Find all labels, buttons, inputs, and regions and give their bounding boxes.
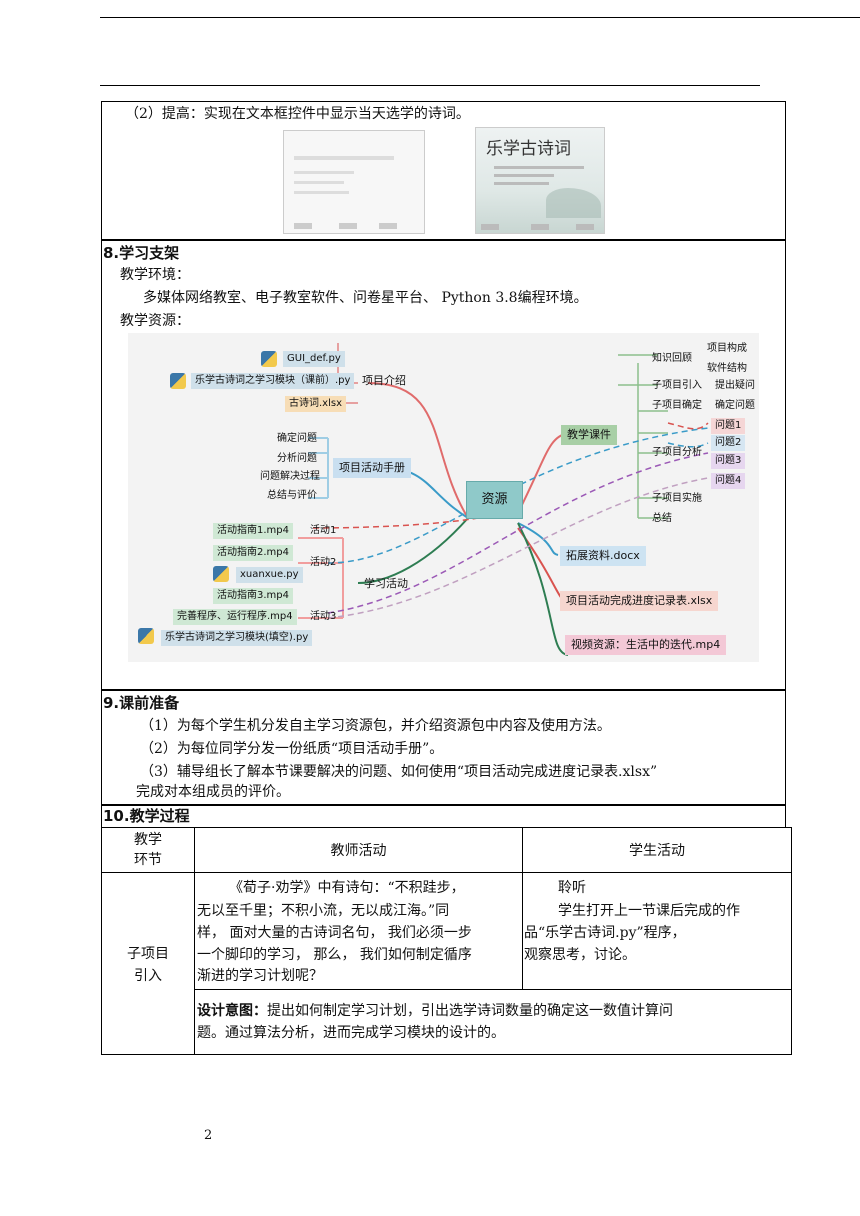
design-intent-cell (194, 989, 792, 1055)
teacher-line-4: 一个脚印的学习， 那么， 我们如何制定循序 (197, 947, 472, 963)
section8-box (101, 240, 786, 690)
handbook-item-4: 总结与评价 (267, 490, 317, 501)
knowledge-node: 知识回顾 (652, 353, 692, 364)
section9-box (101, 690, 786, 805)
prep-item-1: （1）为每个学生机分发自主学习资源包，并介绍资源包中内容及使用方法。 (140, 718, 611, 734)
question-3: 问题3 (711, 453, 746, 469)
section-top-box (101, 101, 786, 240)
section10-title-box (101, 805, 786, 828)
ext-node: 拓展资料.docx (560, 546, 646, 566)
act-file-3: xuanxue.py (236, 567, 303, 583)
prep-item-3: （3）辅导组长了解本节课要解决的问题、如何使用“项目活动完成进度记录表.xlsx… (140, 764, 658, 780)
python-icon (138, 628, 154, 644)
k-item-1: 项目构成 (707, 343, 747, 354)
act-file-1: 活动指南1.mp4 (213, 523, 293, 539)
python-icon (170, 373, 186, 389)
section9-title: 9.课前准备 (103, 694, 180, 712)
student-line-2: 学生打开上一节课后完成的作 (558, 903, 740, 919)
act-file-5: 完善程序、运行程序.mp4 (173, 609, 297, 625)
file-poems-xlsx: 古诗词.xlsx (285, 396, 347, 412)
activity-1: 活动1 (310, 525, 337, 536)
record-node: 项目活动完成进度记录表.xlsx (560, 591, 719, 611)
handbook-item-1: 确定问题 (277, 433, 317, 444)
act-file-4: 活动指南3.mp4 (213, 588, 293, 604)
page-number: 2 (204, 1128, 213, 1143)
impl-node: 子项目实施 (652, 493, 702, 504)
courseware-node: 教学课件 (561, 425, 617, 445)
act-file-6: 乐学古诗词之学习模块(填空).py (161, 630, 313, 646)
python-icon (261, 351, 277, 367)
row1-stage-1: 子项目 (127, 946, 169, 962)
activity-3: 活动3 (310, 611, 337, 622)
student-line-4: 观察思考，讨论。 (524, 947, 636, 963)
teacher-line-5: 渐进的学习计划呢？ (197, 968, 323, 984)
analysis-node: 子项目分析 (652, 447, 702, 458)
item2-text: （2）提高：实现在文本框控件中显示当天选学的诗词。 (125, 106, 470, 122)
intro-node: 子项目引入 (652, 380, 702, 391)
mindmap: 资源 项目介绍 GUI_def.py 乐学古诗词之学习模块（课前）.py 古诗词… (128, 333, 759, 662)
env-label: 教学环境： (120, 267, 190, 283)
learning-node: 学习活动 (364, 577, 408, 590)
design-text-1: 提出如何制定学习计划，引出选学诗词数量的确定这一数值计算问 (267, 1003, 673, 1019)
video-node: 视频资源：生活中的迭代.mp4 (565, 635, 727, 655)
question-4: 问题4 (711, 473, 746, 489)
summary-node: 总结 (652, 513, 672, 524)
handbook-item-3: 问题解决过程 (260, 471, 320, 482)
project-intro-node: 项目介绍 (362, 374, 406, 387)
file-gui-def: GUI_def.py (283, 351, 345, 367)
screenshot-title: 乐学古诗词 (486, 139, 571, 159)
student-line-1: 聆听 (558, 880, 586, 896)
header-student: 学生活动 (629, 843, 685, 859)
header-stage-1: 教学 (134, 832, 162, 848)
section8-title: 8.学习支架 (103, 244, 180, 262)
screenshot-styled: 乐学古诗词 (475, 127, 605, 234)
top-rule (100, 17, 860, 18)
res-label: 教学资源： (120, 313, 190, 329)
design-label: 设计意图： (197, 1003, 267, 1019)
activity-2: 活动2 (310, 557, 337, 568)
teacher-line-3: 样， 面对大量的古诗词名句， 我们必须一步 (197, 925, 472, 941)
section10-title: 10.教学过程 (103, 807, 190, 825)
question-1: 问题1 (711, 418, 746, 434)
student-line-3: 品“乐学古诗词.py”程序， (524, 925, 686, 941)
prep-item-2: （2）为每位同学分发一份纸质“项目活动手册”。 (140, 741, 444, 757)
confirm-node: 子项目确定 (652, 400, 702, 411)
act-file-2: 活动指南2.mp4 (213, 545, 293, 561)
row1-stage-2: 引入 (134, 968, 162, 984)
prep-item-3-cont: 完成对本组成员的评价。 (136, 784, 290, 800)
design-line-2: 题。通过算法分析，进而完成学习模块的设计的。 (197, 1025, 505, 1041)
question-2: 问题2 (711, 435, 746, 451)
header-rule (100, 85, 760, 86)
confirm-item: 确定问题 (715, 400, 755, 411)
intro-item: 提出疑问 (715, 380, 755, 391)
teacher-line-1: 《荀子·劝学》中有诗句：“不积跬步， (229, 880, 465, 896)
teacher-line-2: 无以至千里；不积小流，无以成江海。”同 (197, 903, 450, 919)
env-text: 多媒体网络教室、电子教室软件、问卷星平台、 Python 3.8编程环境。 (143, 290, 588, 306)
design-line-1: 设计意图：提出如何制定学习计划，引出选学诗词数量的确定这一数值计算问 (197, 1001, 673, 1021)
k-item-2: 软件结构 (707, 363, 747, 374)
header-stage-2: 环节 (134, 852, 162, 868)
handbook-node: 项目活动手册 (333, 458, 411, 478)
python-icon (213, 566, 229, 582)
header-teacher: 教师活动 (330, 843, 387, 859)
mindmap-center: 资源 (466, 481, 523, 519)
handbook-item-2: 分析问题 (277, 453, 317, 464)
screenshot-plain (283, 130, 425, 234)
file-learning-module: 乐学古诗词之学习模块（课前）.py (191, 373, 355, 389)
